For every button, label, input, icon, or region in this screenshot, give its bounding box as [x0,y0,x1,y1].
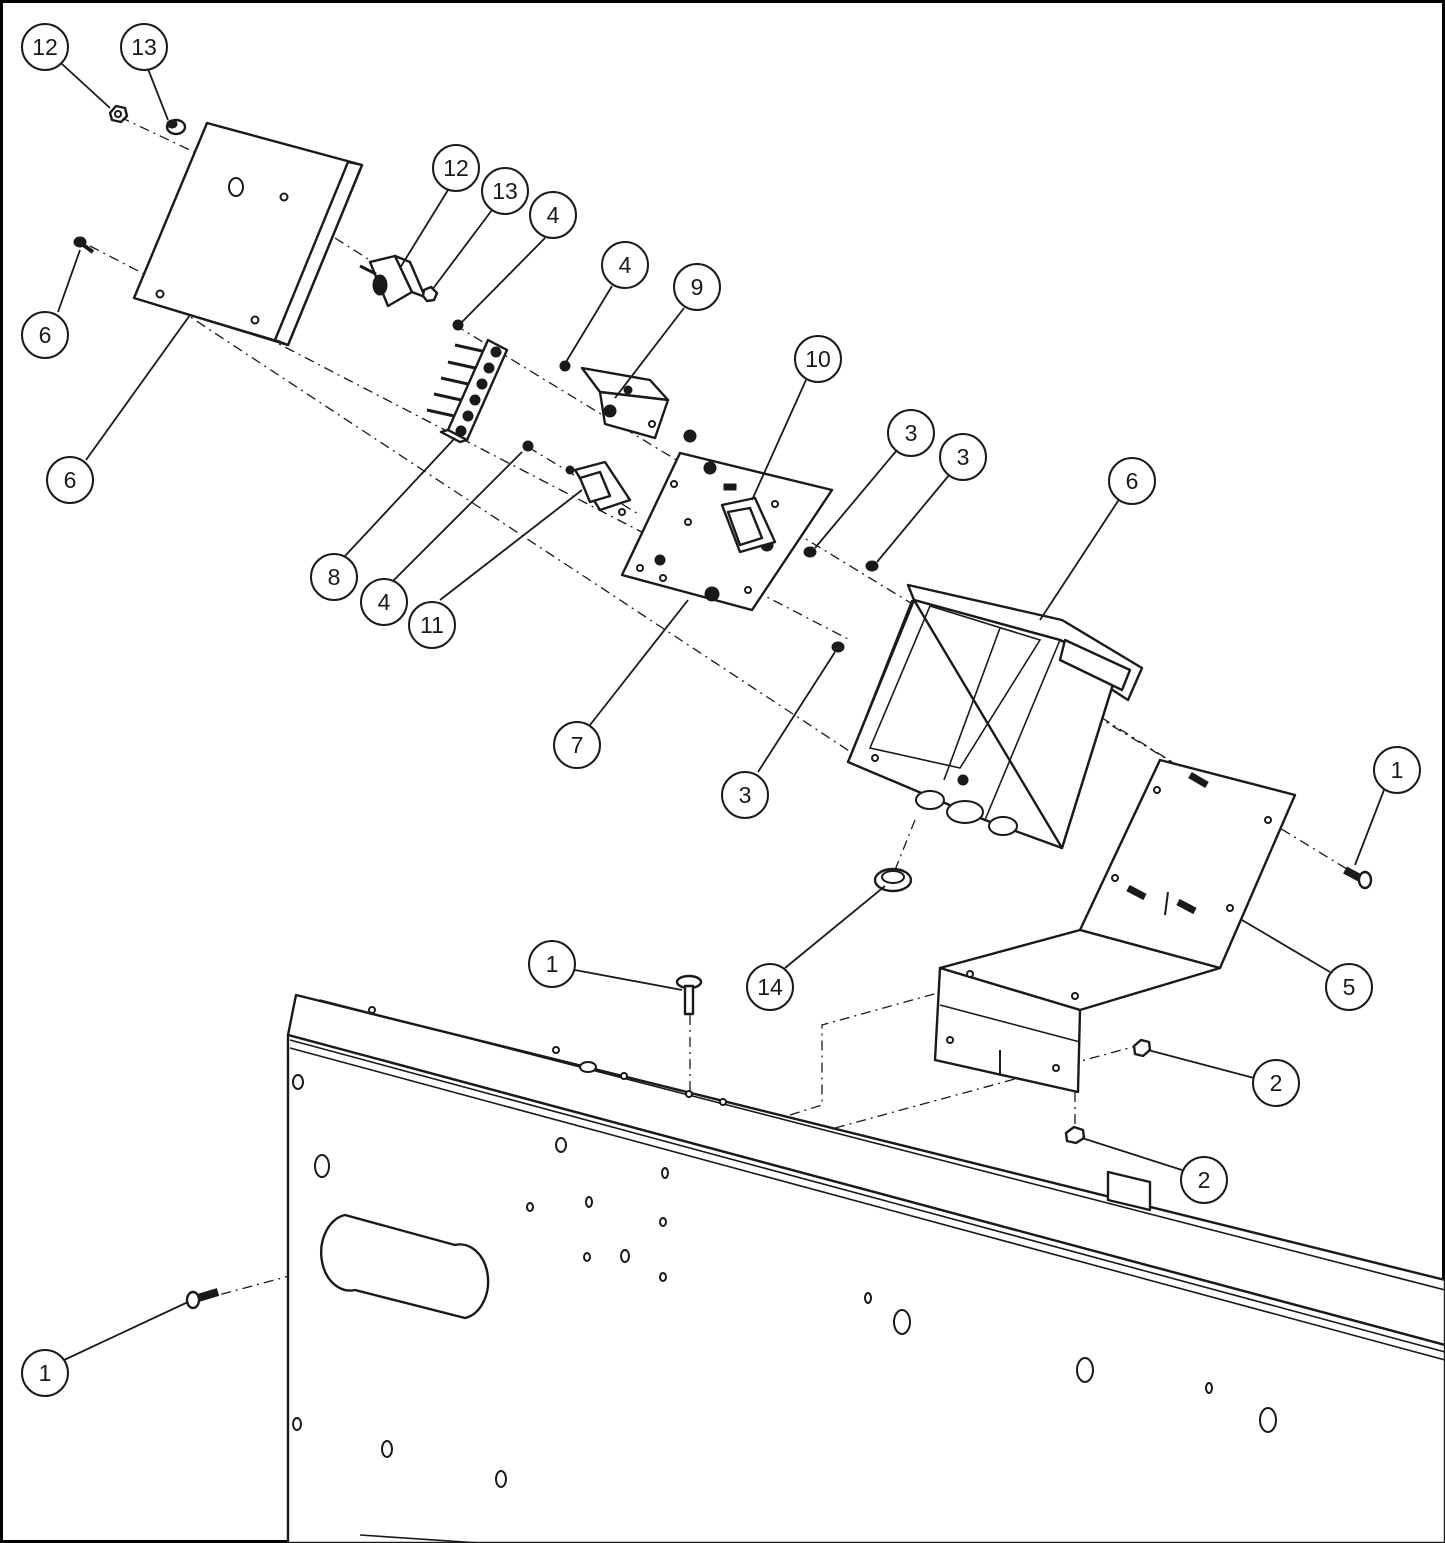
screw-left [73,236,95,254]
callout-balloon: 4 [529,191,577,239]
screw-part-3-b [865,560,879,572]
hex-nut-top [108,104,129,124]
callout-balloon: 5 [1325,963,1373,1011]
callout-balloon: 13 [481,167,529,215]
callout-label: 3 [905,420,918,446]
callout-label: 2 [1270,1070,1283,1096]
toggle-switch [359,254,427,308]
callout-label: 4 [619,252,632,278]
callout-label: 2 [1198,1167,1211,1193]
callout-balloon: 3 [721,771,769,819]
callout-label: 11 [420,612,444,638]
callout-label: 1 [1391,757,1404,783]
switch-nut [421,285,439,303]
callout-label: 3 [739,782,752,808]
bolt-top-rail [675,974,703,1016]
callout-label: 14 [757,974,783,1000]
screw-part-3-a [803,546,817,558]
callout-label: 5 [1343,974,1356,1000]
callout-balloon: 8 [310,553,358,601]
callout-label: 12 [32,34,58,60]
callout-balloon: 14 [746,963,794,1011]
callout-balloon: 6 [21,311,69,359]
grommet [873,867,913,893]
frame-rail [286,993,1445,1543]
callout-label: 1 [546,951,559,977]
electrical-box [846,583,1144,850]
callout-leaders [57,63,1385,1361]
screw-part-3-c [831,641,845,653]
nut-part-4-b [559,360,571,372]
bolt-right [1343,866,1373,890]
callout-label: 3 [957,444,970,470]
bolt-left [185,1288,220,1310]
callout-label: 1 [39,1360,52,1386]
callout-label: 4 [378,589,391,615]
relay-bracket [580,366,670,440]
callout-label: 4 [547,202,560,228]
callout-balloon: 10 [794,335,842,383]
callout-balloon: 6 [46,456,94,504]
callout-balloon: 2 [1180,1156,1228,1204]
callout-balloon: 1 [21,1349,69,1397]
callout-label: 6 [64,467,77,493]
callout-label: 6 [1126,468,1139,494]
callout-balloon: 12 [432,144,480,192]
callout-balloon: 4 [360,578,408,626]
callout-label: 9 [691,274,704,300]
callout-label: 10 [805,346,831,372]
callout-label: 7 [571,732,584,758]
callout-balloon: 4 [601,241,649,289]
callout-label: 13 [131,34,157,60]
callout-balloon: 13 [120,23,168,71]
mounting-bracket [933,758,1297,1094]
callout-label: 6 [39,322,52,348]
nut-part-2-b [1064,1125,1086,1145]
callout-balloon: 3 [939,433,987,481]
mounting-plate [620,429,834,612]
callout-balloon: 1 [1373,746,1421,794]
nut-part-4-a [452,319,464,331]
callout-balloon: 6 [1108,457,1156,505]
callout-balloon: 11 [408,601,456,649]
callout-balloon: 7 [553,721,601,769]
callout-balloon: 1 [528,940,576,988]
callout-label: 13 [492,178,518,204]
callout-balloon: 2 [1252,1059,1300,1107]
nut-part-2-a [1132,1038,1152,1058]
nut-part-4-c [522,440,534,452]
callout-balloon: 3 [887,409,935,457]
callout-label: 8 [328,564,341,590]
cover-plate [132,121,364,347]
callout-balloon: 9 [673,263,721,311]
relay [565,460,632,516]
callout-balloon: 12 [21,23,69,71]
plate-relay [720,496,777,554]
callout-label: 12 [443,155,469,181]
terminal-block [426,338,509,444]
lock-washer-top [165,118,187,136]
